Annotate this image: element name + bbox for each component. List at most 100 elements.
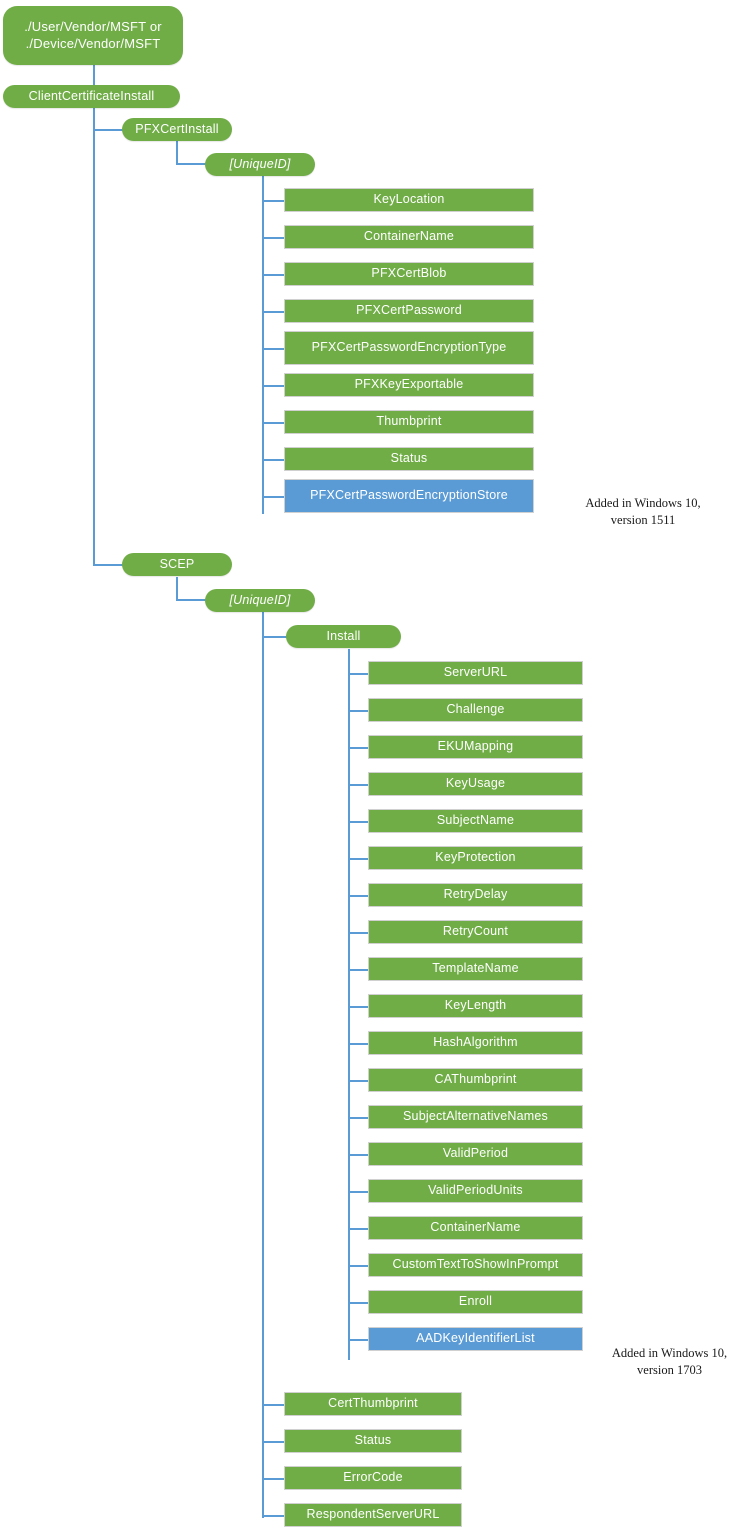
- annotation-scep-added-version: Added in Windows 10, version 1703: [611, 1346, 728, 1377]
- node-pfx-unique-id[interactable]: [UniqueID]: [205, 153, 315, 176]
- node-label: PFXCertBlob: [371, 266, 447, 281]
- connector-level1-spine: [93, 106, 95, 565]
- node-label: EKUMapping: [437, 739, 514, 754]
- connector-stub: [348, 784, 368, 786]
- node-customtexttoshowinprompt[interactable]: CustomTextToShowInPrompt: [368, 1253, 583, 1277]
- connector-pfx-to-uniqueid-v: [176, 141, 178, 164]
- node-status[interactable]: Status: [284, 447, 534, 471]
- node-pfx-cert-install[interactable]: PFXCertInstall: [122, 118, 232, 141]
- node-label: SubjectAlternativeNames: [403, 1109, 548, 1124]
- node-status[interactable]: Status: [284, 1429, 462, 1453]
- connector-uniqueid-to-install: [262, 636, 293, 638]
- node-containername[interactable]: ContainerName: [368, 1216, 583, 1240]
- node-subjectname[interactable]: SubjectName: [368, 809, 583, 833]
- node-label: CAThumbprint: [434, 1072, 517, 1087]
- connector-stub: [262, 496, 284, 498]
- node-keylocation[interactable]: KeyLocation: [284, 188, 534, 212]
- node-label: ContainerName: [430, 1220, 521, 1235]
- connector-stub: [262, 311, 284, 313]
- node-label: AADKeyIdentifierList: [416, 1331, 535, 1346]
- node-retrycount[interactable]: RetryCount: [368, 920, 583, 944]
- node-scep-unique-id-label: [UniqueID]: [229, 592, 291, 607]
- node-keyusage[interactable]: KeyUsage: [368, 772, 583, 796]
- node-label: PFXKeyExportable: [354, 377, 464, 392]
- node-label: PFXCertPassword: [356, 303, 462, 318]
- node-label: Thumbprint: [376, 414, 442, 429]
- node-serverurl[interactable]: ServerURL: [368, 661, 583, 685]
- connector-stub: [262, 1441, 284, 1443]
- node-label: ServerURL: [443, 665, 508, 680]
- connector-stub: [348, 895, 368, 897]
- node-hashalgorithm[interactable]: HashAlgorithm: [368, 1031, 583, 1055]
- node-ekumapping[interactable]: EKUMapping: [368, 735, 583, 759]
- connector-stub: [262, 237, 284, 239]
- connector-stub: [348, 932, 368, 934]
- node-pfxkeyexportable[interactable]: PFXKeyExportable: [284, 373, 534, 397]
- connector-stub: [262, 274, 284, 276]
- node-label: RetryDelay: [443, 887, 508, 902]
- node-retrydelay[interactable]: RetryDelay: [368, 883, 583, 907]
- node-aadkeyidentifierlist[interactable]: AADKeyIdentifierList: [368, 1327, 583, 1351]
- node-containername[interactable]: ContainerName: [284, 225, 534, 249]
- connector-scep-uniqueid-spine: [262, 612, 264, 1518]
- connector-pfx-to-uniqueid-h: [176, 163, 207, 165]
- node-cathumbprint[interactable]: CAThumbprint: [368, 1068, 583, 1092]
- node-pfxcertpassword[interactable]: PFXCertPassword: [284, 299, 534, 323]
- connector-stub: [348, 1080, 368, 1082]
- node-enroll[interactable]: Enroll: [368, 1290, 583, 1314]
- connector-stub: [262, 1478, 284, 1480]
- connector-stub: [348, 969, 368, 971]
- node-client-certificate-install-label: ClientCertificateInstall: [28, 88, 155, 103]
- node-pfxcertpasswordencryptionstore[interactable]: PFXCertPasswordEncryptionStore: [284, 479, 534, 513]
- connector-pfx-uniqueid-spine: [262, 176, 264, 514]
- node-subjectalternativenames[interactable]: SubjectAlternativeNames: [368, 1105, 583, 1129]
- node-keylength[interactable]: KeyLength: [368, 994, 583, 1018]
- node-label: KeyLength: [444, 998, 507, 1013]
- node-label: SubjectName: [436, 813, 515, 828]
- connector-stub: [348, 1191, 368, 1193]
- node-templatename[interactable]: TemplateName: [368, 957, 583, 981]
- connector-stub: [348, 1154, 368, 1156]
- node-root[interactable]: ./User/Vendor/MSFT or ./Device/Vendor/MS…: [3, 6, 183, 65]
- node-label: ValidPeriodUnits: [428, 1183, 523, 1198]
- connector-stub: [348, 1265, 368, 1267]
- node-scep-unique-id[interactable]: [UniqueID]: [205, 589, 315, 612]
- node-label: HashAlgorithm: [433, 1035, 518, 1050]
- connector-stub: [262, 1515, 284, 1517]
- node-label: RetryCount: [442, 924, 509, 939]
- node-label: CertThumbprint: [328, 1396, 418, 1411]
- node-pfx-unique-id-label: [UniqueID]: [229, 156, 291, 171]
- node-challenge[interactable]: Challenge: [368, 698, 583, 722]
- node-label: Status: [354, 1433, 392, 1448]
- node-label: ValidPeriod: [442, 1146, 509, 1161]
- connector-stub: [348, 1006, 368, 1008]
- connector-scep-to-uniqueid-v: [176, 577, 178, 600]
- node-label: PFXCertPasswordEncryptionStore: [310, 488, 508, 503]
- node-pfxcertblob[interactable]: PFXCertBlob: [284, 262, 534, 286]
- node-pfxcertpasswordencryptiontype[interactable]: PFXCertPasswordEncryptionType: [284, 331, 534, 365]
- node-errorcode[interactable]: ErrorCode: [284, 1466, 462, 1490]
- connector-stub: [348, 1302, 368, 1304]
- connector-install-spine: [348, 649, 350, 1360]
- node-validperiod[interactable]: ValidPeriod: [368, 1142, 583, 1166]
- connector-level1-to-scep: [93, 564, 124, 566]
- connector-root-to-level1: [93, 64, 95, 89]
- node-pfx-cert-install-label: PFXCertInstall: [135, 121, 219, 136]
- node-certthumbprint[interactable]: CertThumbprint: [284, 1392, 462, 1416]
- node-install-label: Install: [326, 628, 361, 643]
- connector-stub: [262, 385, 284, 387]
- node-respondentserverurl[interactable]: RespondentServerURL: [284, 1503, 462, 1527]
- connector-scep-to-uniqueid-h: [176, 599, 207, 601]
- node-scep-label: SCEP: [159, 556, 195, 571]
- node-thumbprint[interactable]: Thumbprint: [284, 410, 534, 434]
- node-client-certificate-install[interactable]: ClientCertificateInstall: [3, 85, 180, 108]
- node-install[interactable]: Install: [286, 625, 401, 648]
- node-root-label: ./User/Vendor/MSFT or ./Device/Vendor/MS…: [24, 19, 162, 51]
- connector-stub: [348, 1043, 368, 1045]
- connector-stub: [348, 673, 368, 675]
- connector-level1-to-pfx: [93, 129, 124, 131]
- node-keyprotection[interactable]: KeyProtection: [368, 846, 583, 870]
- node-scep[interactable]: SCEP: [122, 553, 232, 576]
- node-validperiodunits[interactable]: ValidPeriodUnits: [368, 1179, 583, 1203]
